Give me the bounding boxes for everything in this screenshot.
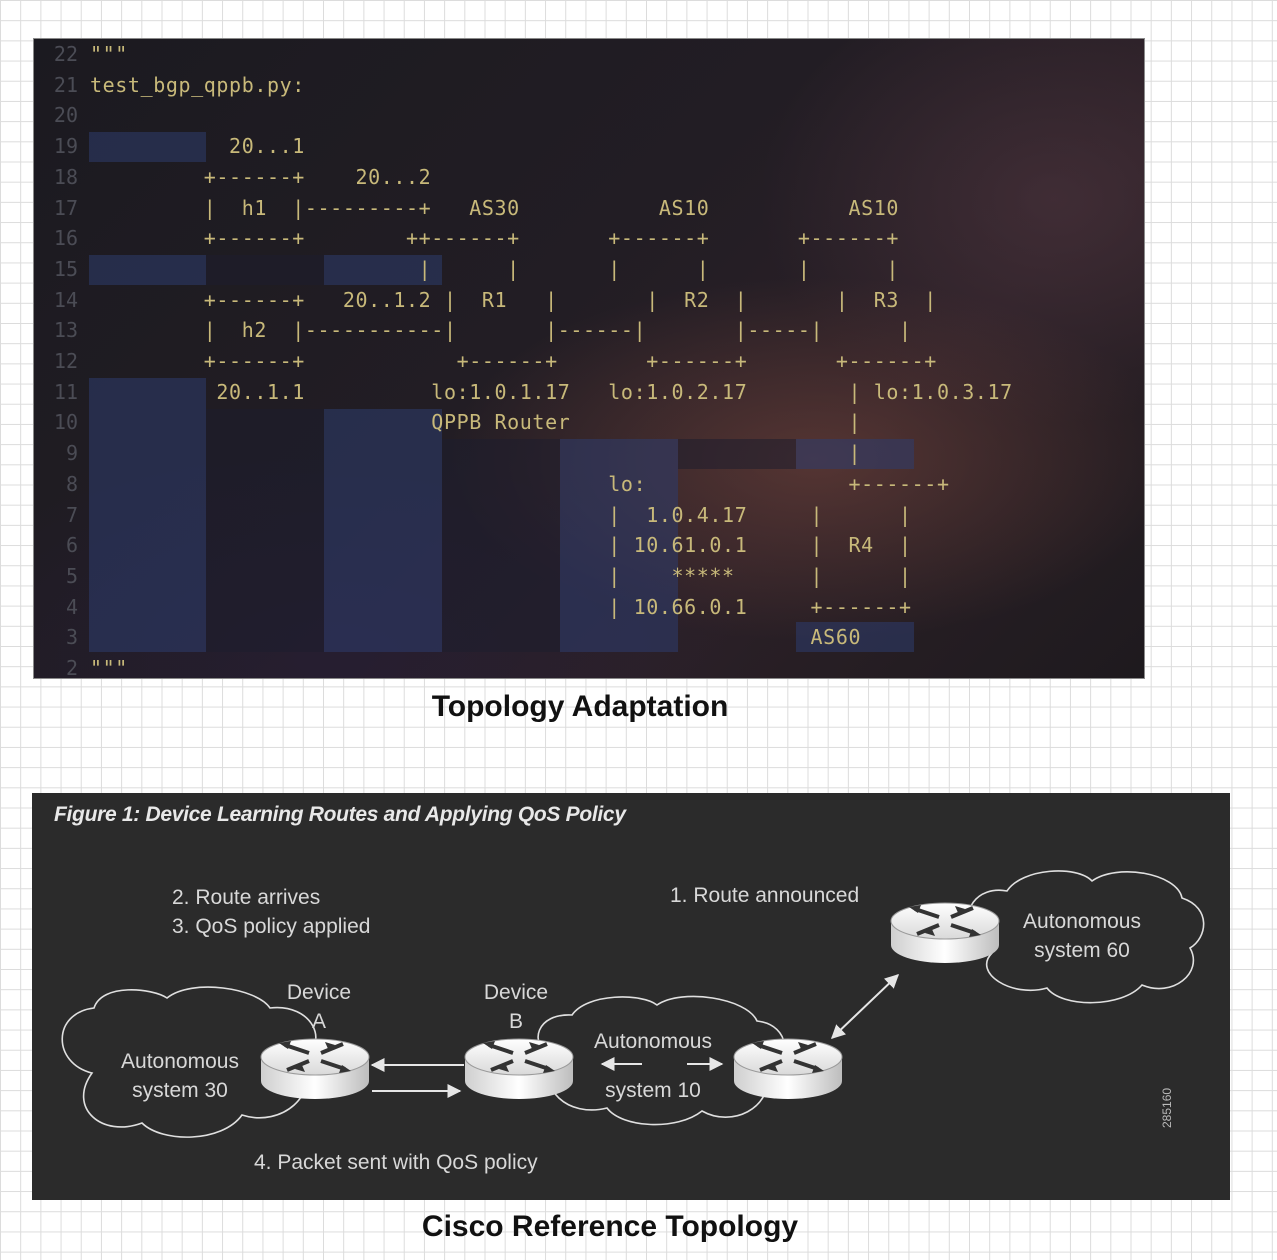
as60-label: Autonomous system 60 xyxy=(1023,910,1141,962)
code-line: | h1 |---------+ AS30 AS10 AS10 xyxy=(90,195,900,220)
figure-title: Figure 1: Device Learning Routes and App… xyxy=(54,803,626,826)
code-line: | 1.0.4.17 | | xyxy=(90,502,912,527)
line-number: 6 xyxy=(65,533,78,558)
caption-topology-adaptation: Topology Adaptation xyxy=(431,690,729,723)
line-number: 3 xyxy=(65,625,78,650)
step-2-label: 2. Route arrives xyxy=(172,886,321,909)
line-number: 19 xyxy=(53,134,78,159)
as10-label-line2: system 10 xyxy=(605,1079,701,1102)
line-number: 5 xyxy=(65,563,78,588)
line-number: 13 xyxy=(53,318,78,343)
code-line: | xyxy=(90,441,862,466)
code-line: | h2 |-----------| |------| |-----| | xyxy=(90,318,912,343)
line-number: 12 xyxy=(53,349,78,373)
line-number: 4 xyxy=(65,594,78,619)
code-line: +------+ ++------+ +------+ +------+ xyxy=(90,226,900,251)
caption-cisco-reference-topology: Cisco Reference Topology xyxy=(421,1210,799,1243)
code-line: +------+ +------+ +------+ +------+ xyxy=(90,349,937,373)
as30-label: Autonomous system 30 xyxy=(121,1050,239,1102)
code-line: 20..1.1 lo:1.0.1.17 lo:1.0.2.17 | lo:1.0… xyxy=(90,379,1013,404)
code-line: +------+ 20..1.2 | R1 | | R2 | | R3 | xyxy=(90,287,937,312)
line-number: 20 xyxy=(53,103,78,128)
step-4-label: 4. Packet sent with QoS policy xyxy=(254,1151,538,1174)
figure-id: 285160 xyxy=(1160,1087,1174,1128)
terminal-screenshot: 22 21 20 19 18 17 16 15 14 13 12 11 10 9 8 7 6 5 4 3 2 """ te… xyxy=(33,38,1145,679)
line-number: 7 xyxy=(65,502,78,527)
line-number: 2 xyxy=(65,656,78,679)
router-icon xyxy=(259,1037,371,1101)
arrow-icon xyxy=(370,974,900,1098)
device-b-label: Device B xyxy=(483,981,549,1033)
router-icon xyxy=(889,901,1001,965)
cisco-reference-figure: Figure 1: Device Learning Routes and App… xyxy=(32,793,1230,1200)
code-line: lo: +------+ xyxy=(90,471,950,496)
code-line: +------+ 20...2 xyxy=(90,164,432,189)
code-line: | 10.66.0.1 +------+ xyxy=(90,594,912,619)
line-number: 16 xyxy=(53,226,78,251)
router-icon xyxy=(463,1037,575,1101)
line-number: 22 xyxy=(53,42,78,66)
line-number: 15 xyxy=(53,256,78,281)
line-number: 8 xyxy=(65,471,78,496)
line-number: 17 xyxy=(53,195,78,220)
device-a-label: Device A xyxy=(286,981,352,1033)
line-number: 11 xyxy=(53,379,78,404)
code-line: 20...1 xyxy=(90,134,305,159)
code-line: | | | | | | xyxy=(90,256,900,281)
code-line: test_bgp_qppb.py: xyxy=(90,72,305,97)
line-number: 14 xyxy=(53,287,78,312)
topology-drawing xyxy=(61,870,1205,1138)
router-icon xyxy=(732,1037,844,1101)
code-line: | 10.61.0.1 | R4 | xyxy=(90,533,912,558)
code-line: QPPB Router | xyxy=(90,410,862,435)
line-number: 21 xyxy=(53,72,78,97)
line-number: 10 xyxy=(53,410,78,435)
cloud-icon xyxy=(968,870,1205,1004)
as10-label-line1: Autonomous xyxy=(594,1030,712,1053)
code-line: """ xyxy=(90,656,128,679)
cloud-icon xyxy=(61,986,317,1138)
code-line: AS60 xyxy=(90,625,862,650)
line-number: 18 xyxy=(53,164,78,189)
code-line: | ***** | | xyxy=(90,563,912,588)
line-number: 9 xyxy=(65,441,78,466)
step-1-label: 1. Route announced xyxy=(670,884,860,907)
code-line: """ xyxy=(90,42,128,66)
step-3-label: 3. QoS policy applied xyxy=(172,915,371,938)
